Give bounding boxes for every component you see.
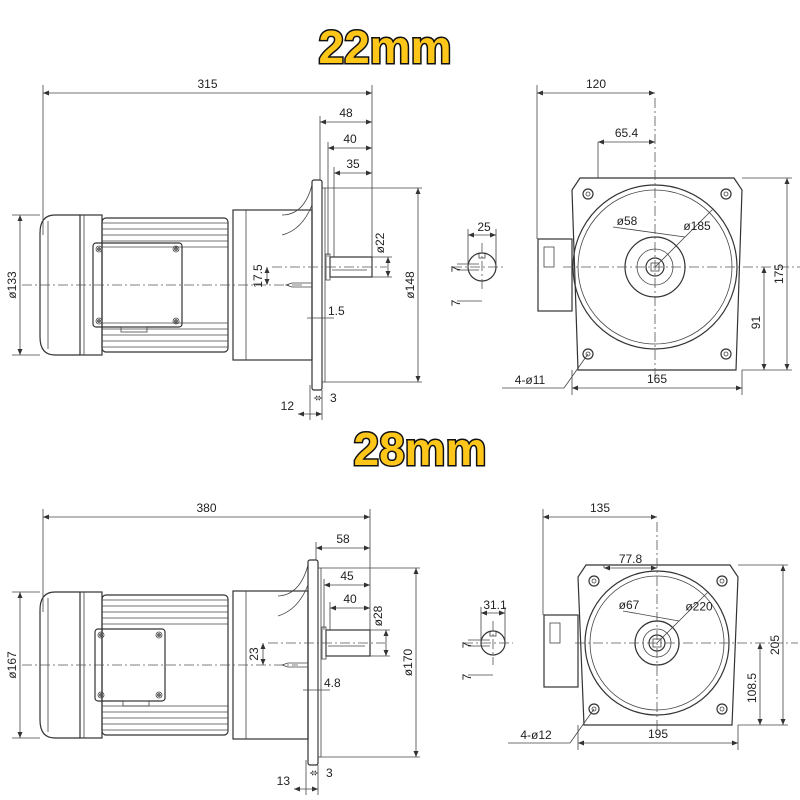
- dim-small-label: 1.5: [328, 304, 345, 318]
- side-view-22mm: 315 48 40 35 ø133 ø22 ø148 17.5 1.5 3 12: [5, 77, 422, 420]
- dim-a-label: 48: [339, 106, 353, 120]
- dim-flange-label: 12: [281, 399, 295, 413]
- size-title: 22mm: [319, 21, 452, 73]
- front-view-28mm: 135 77.8 ø67 ø220 205 108.5 195 4-ø12: [508, 501, 798, 750]
- front-half-width-label: 77.8: [619, 552, 643, 566]
- overall-length-label: 315: [197, 77, 217, 91]
- pilot-diameter-label: ø67: [619, 598, 640, 612]
- flange-diameter-label: ø170: [401, 649, 415, 677]
- key-width-label: 31.1: [483, 598, 507, 612]
- mounting-holes-label: 4-ø12: [520, 728, 552, 742]
- terminal-box: [94, 628, 166, 707]
- title-22mm: 22mm: [317, 20, 453, 75]
- front-width-label: 120: [586, 77, 606, 91]
- front-height-label: 205: [768, 635, 782, 655]
- pilot-diameter-label: ø58: [617, 214, 638, 228]
- size-title: 28mm: [354, 423, 487, 475]
- motor-diameter-label: ø167: [5, 651, 19, 679]
- dim-thickness-label: 3: [330, 391, 337, 405]
- pcd-diameter-label: ø220: [685, 600, 713, 614]
- dim-small-label: 4.8: [324, 676, 341, 690]
- center-height-label: 108.5: [745, 673, 759, 703]
- keyway-view-22mm: 25 7 7: [449, 220, 504, 306]
- key-dim-2-label: 7: [460, 673, 474, 680]
- dim-c-label: 40: [343, 592, 357, 606]
- key-dim-2-label: 7: [449, 299, 463, 306]
- mounting-holes-label: 4-ø11: [515, 373, 546, 387]
- front-width-label: 135: [590, 501, 610, 515]
- dim-flange-label: 13: [277, 774, 291, 788]
- title-28mm: 28mm: [352, 422, 488, 477]
- base-width-label: 195: [648, 727, 668, 741]
- dim-thickness-label: 3: [326, 766, 333, 780]
- side-view-28mm: 380 58 45 40 ø167 ø28 ø170 23 4.8 3 13: [5, 501, 420, 795]
- overall-length-label: 380: [196, 501, 216, 515]
- key-width-label: 25: [477, 220, 491, 234]
- dim-a-label: 58: [336, 532, 350, 546]
- dim-b-label: 45: [340, 569, 354, 583]
- shaft-diameter-label: ø28: [371, 605, 385, 626]
- dim-c-label: 35: [346, 157, 360, 171]
- dim-b-label: 40: [343, 132, 357, 146]
- motor-diameter-label: ø133: [5, 271, 19, 299]
- shaft-diameter-label: ø22: [373, 232, 387, 253]
- flange-diameter-label: ø148: [403, 271, 417, 299]
- shaft-offset-label: 23: [247, 647, 261, 661]
- keyway-view-28mm: 31.1 7 7: [460, 598, 513, 680]
- front-view-22mm: 120 65.4 ø58 ø185 175 91 165 4-ø11: [502, 77, 800, 395]
- terminal-box: [92, 242, 183, 333]
- key-dim-1-label: 7: [449, 265, 463, 272]
- front-height-label: 175: [772, 264, 786, 284]
- base-width-label: 165: [647, 372, 667, 386]
- shaft-offset-label: 17.5: [251, 264, 265, 288]
- pcd-diameter-label: ø185: [683, 219, 711, 233]
- center-height-label: 91: [749, 316, 763, 330]
- front-half-width-label: 65.4: [615, 126, 639, 140]
- key-dim-1-label: 7: [460, 641, 474, 648]
